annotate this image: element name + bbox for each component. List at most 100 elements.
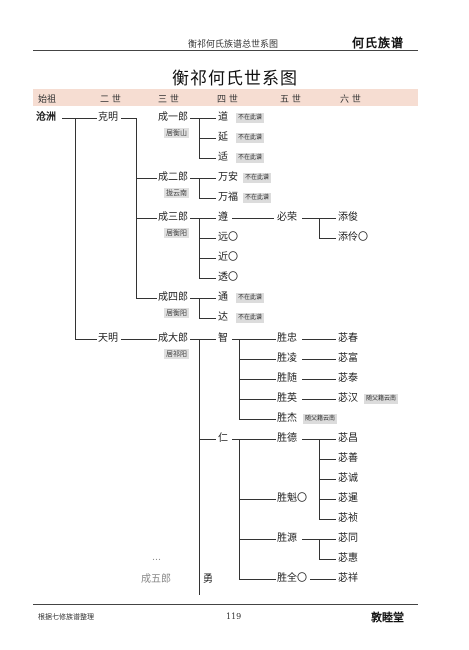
tree-line: [239, 359, 276, 360]
ellipsis: …: [152, 553, 161, 563]
generation-label: 始祖: [38, 95, 57, 105]
tree-line: [239, 539, 276, 540]
gen5-name: 胜随: [277, 373, 297, 384]
gen4-name: 万安: [218, 172, 238, 183]
tree-line: [190, 178, 199, 179]
generation-label: 三 世: [158, 95, 179, 105]
residence-label: 居祁阳: [164, 349, 189, 359]
tree-line: [319, 218, 320, 238]
tree-line: [199, 258, 216, 259]
page-title: 衡祁何氏世系图: [172, 69, 298, 89]
tree-line: [319, 519, 336, 520]
gen6-name: 添伶〇: [338, 232, 368, 243]
footer-source: 根据七修族谱整理: [38, 613, 94, 621]
not-in-register-note: 不在此谱: [236, 293, 265, 303]
tree-line: [319, 238, 336, 239]
tree-line: [199, 238, 216, 239]
gen5-name: 胜忠: [277, 333, 297, 344]
footer-brand: 敦睦堂: [371, 611, 404, 624]
gen4-name: 适: [218, 152, 228, 163]
not-in-register-note: 不在此谱: [236, 153, 265, 163]
gen4-name: 万福: [218, 192, 238, 203]
tree-line: [239, 379, 276, 380]
tree-line: [199, 198, 216, 199]
tree-line: [199, 278, 216, 279]
gen3-name: 成三郎: [158, 212, 188, 223]
gen6-name: 添俊: [338, 212, 358, 223]
tree-line: [319, 539, 320, 559]
tree-line: [136, 298, 157, 299]
gen6-name: 苾暹: [338, 493, 358, 504]
gen6-name: 苾汉: [338, 393, 358, 404]
tree-line: [310, 579, 336, 580]
gen6-name: 苾昌: [338, 433, 358, 444]
gen5-name: 胜魁〇: [277, 493, 307, 504]
gen6-name: 苾同: [338, 533, 358, 544]
tree-line: [136, 118, 137, 298]
not-in-register-note: 不在此谱: [236, 113, 265, 123]
gen5-name: 胜英: [277, 393, 297, 404]
gen4-name: 通: [218, 292, 228, 303]
tree-line: [136, 218, 157, 219]
gen5-name: 胜凌: [277, 353, 297, 364]
gen3-name: 成二郎: [158, 172, 188, 183]
generation-label: 六 世: [340, 95, 361, 105]
tree-line: [199, 178, 200, 198]
tree-line: [319, 459, 336, 460]
tree-line: [239, 399, 276, 400]
tree-line: [239, 499, 276, 500]
tree-line: [302, 379, 336, 380]
gen4-name: 透〇: [218, 272, 238, 283]
residence-label: 居衡山: [164, 128, 189, 138]
tree-line: [75, 339, 97, 340]
generation-header-bar: [33, 89, 418, 106]
tree-line: [199, 298, 200, 318]
tree-line: [199, 439, 216, 440]
tree-line: [199, 178, 216, 179]
tree-line: [75, 118, 76, 339]
not-in-register-note: 不在此谱: [236, 133, 265, 143]
tree-line: [319, 559, 336, 560]
gen6-name: 苾祯: [338, 513, 358, 524]
tree-line: [319, 439, 336, 440]
tree-line: [199, 298, 216, 299]
residence-label: 拢云南: [164, 188, 189, 198]
generation-label: 四 世: [217, 95, 238, 105]
gen4-name: 勇: [203, 574, 213, 585]
generation-label: 五 世: [280, 95, 301, 105]
tree-line: [239, 339, 276, 340]
tree-line: [319, 499, 336, 500]
gen4-name: 达: [218, 312, 228, 323]
tree-line: [239, 579, 276, 580]
tree-line: [199, 158, 216, 159]
footer-rule: [33, 604, 418, 605]
gen3-name: 成大郎: [158, 333, 188, 344]
gen5-name: 胜全〇: [277, 573, 307, 584]
tree-line: [232, 439, 239, 440]
tree-line: [75, 118, 97, 119]
header-brand: 何氏族谱: [352, 36, 405, 50]
tree-line: [239, 439, 240, 579]
gen5-name: 胜杰: [277, 413, 297, 424]
gen3-name: 成一郎: [158, 112, 188, 123]
residence-label: 居衡阳: [164, 308, 189, 318]
tree-line: [190, 298, 199, 299]
tree-line: [232, 218, 274, 219]
tree-line: [136, 178, 157, 179]
generation-label: 二 世: [100, 95, 121, 105]
moved-yunnan-note: 随父籍云南: [303, 414, 338, 424]
tree-line: [302, 399, 336, 400]
gen4-name: 智: [218, 333, 228, 344]
not-in-register-note: 不在此谱: [243, 193, 272, 203]
gen6-name: 苾诚: [338, 473, 358, 484]
tree-line: [319, 479, 336, 480]
tree-line: [319, 539, 336, 540]
gen5-name: 胜德: [277, 433, 297, 444]
gen4-name: 道: [218, 112, 228, 123]
gen2-name: 克明: [98, 112, 118, 123]
tree-line: [302, 539, 319, 540]
gen5-name: 必荣: [277, 212, 297, 223]
not-in-register-note: 不在此谱: [236, 313, 265, 323]
tree-line: [319, 218, 336, 219]
header-rule: [33, 50, 418, 51]
